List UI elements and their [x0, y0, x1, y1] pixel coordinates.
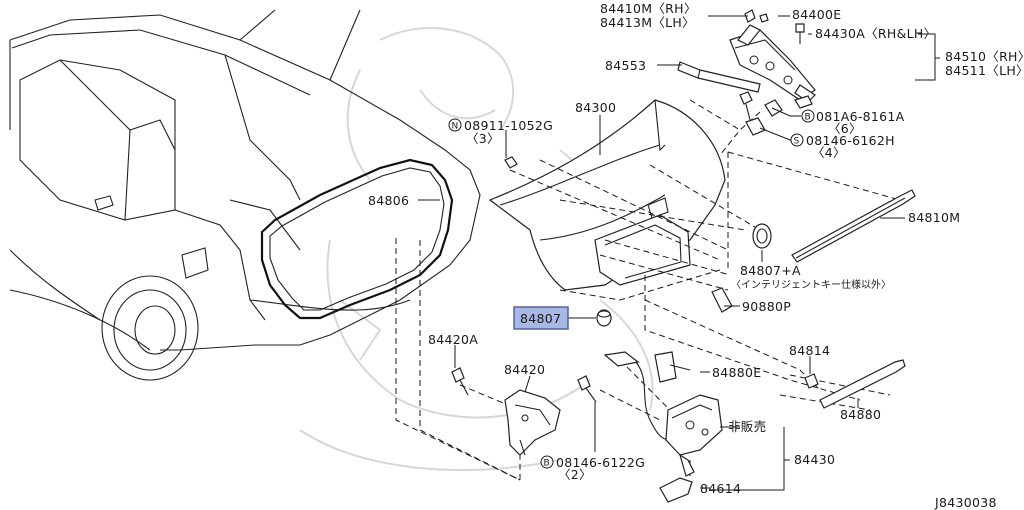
label-08146-6122g: 08146-6122G: [556, 455, 645, 470]
label-081a6-qty: 〈6〉: [828, 121, 862, 136]
label-84413m: 84413M〈LH〉: [600, 15, 695, 30]
svg-text:B: B: [544, 459, 550, 469]
label-90880p: 90880P: [742, 299, 791, 314]
label-84430: 84430: [794, 452, 835, 467]
label-not-sold: 非販売: [728, 419, 766, 434]
label-84300: 84300: [575, 100, 616, 115]
label-84807a-note: 〈インテリジェントキー仕様以外〉: [731, 278, 891, 291]
label-84420a: 84420A: [428, 332, 478, 347]
nut-08911-part: [504, 156, 518, 169]
label-84511: 84511〈LH〉: [945, 63, 1024, 78]
label-84400e: 84400E: [792, 7, 841, 22]
bolt-84420a-part: [451, 367, 469, 396]
svg-text:N: N: [452, 122, 459, 132]
trim-84880-part: [819, 359, 906, 409]
label-08146-6162h: 08146-6162H: [806, 133, 895, 148]
trunk-lid: [488, 99, 726, 291]
label-84420: 84420: [504, 362, 545, 377]
b-callout-icon: [801, 109, 815, 123]
bumper-84807-part: [596, 309, 612, 327]
svg-text:S: S: [794, 137, 800, 147]
trunk-hinge: [677, 9, 816, 136]
label-84410m: 84410M〈RH〉: [600, 1, 697, 16]
label-84614: 84614: [700, 481, 741, 496]
label-081a6: 081A6-8161A: [816, 109, 905, 124]
striker-84420-part: [504, 389, 561, 456]
label-08146-6162h-qty: 〈4〉: [812, 145, 846, 160]
label-84806: 84806: [368, 193, 409, 208]
b-callout-icon-2: [540, 455, 554, 469]
s-callout-icon: [790, 133, 804, 147]
label-08911: 08911-1052G: [464, 118, 553, 133]
lock-84430-part: [665, 394, 723, 477]
pad-90880p-part: [711, 287, 733, 313]
cable-84880e-part: [603, 351, 691, 441]
label-84807-highlighted: 84807: [520, 311, 561, 326]
label-84814: 84814: [789, 343, 830, 358]
label-84510: 84510〈RH〉: [945, 49, 1024, 64]
clip-84814-part: [804, 373, 819, 389]
label-84430a: 84430A〈RH&LH〉: [815, 26, 936, 41]
part-labels: 84410M〈RH〉 84413M〈LH〉 84400E 84430A〈RH&L…: [368, 1, 1024, 510]
lock-cover-84614-part: [659, 477, 693, 503]
svg-text:B: B: [805, 113, 811, 123]
label-08146-6122g-qty: 〈2〉: [558, 467, 592, 482]
highlighted-part-box[interactable]: [513, 306, 569, 330]
vehicle-body: [9, 9, 481, 381]
label-08911-qty: 〈3〉: [466, 131, 500, 146]
n-callout-icon: [448, 118, 462, 132]
label-84553: 84553: [605, 58, 646, 73]
trim-84810m-part: [791, 189, 916, 263]
diagram-code: J8430038: [934, 495, 997, 510]
bolt-08146-6122g-part: [577, 375, 597, 403]
label-84810m: 84810M: [908, 210, 960, 225]
label-84880: 84880: [840, 407, 881, 422]
grommet-84807a-part: [752, 223, 772, 249]
label-84807a: 84807+A: [740, 263, 801, 278]
label-84880e: 84880E: [712, 365, 761, 380]
